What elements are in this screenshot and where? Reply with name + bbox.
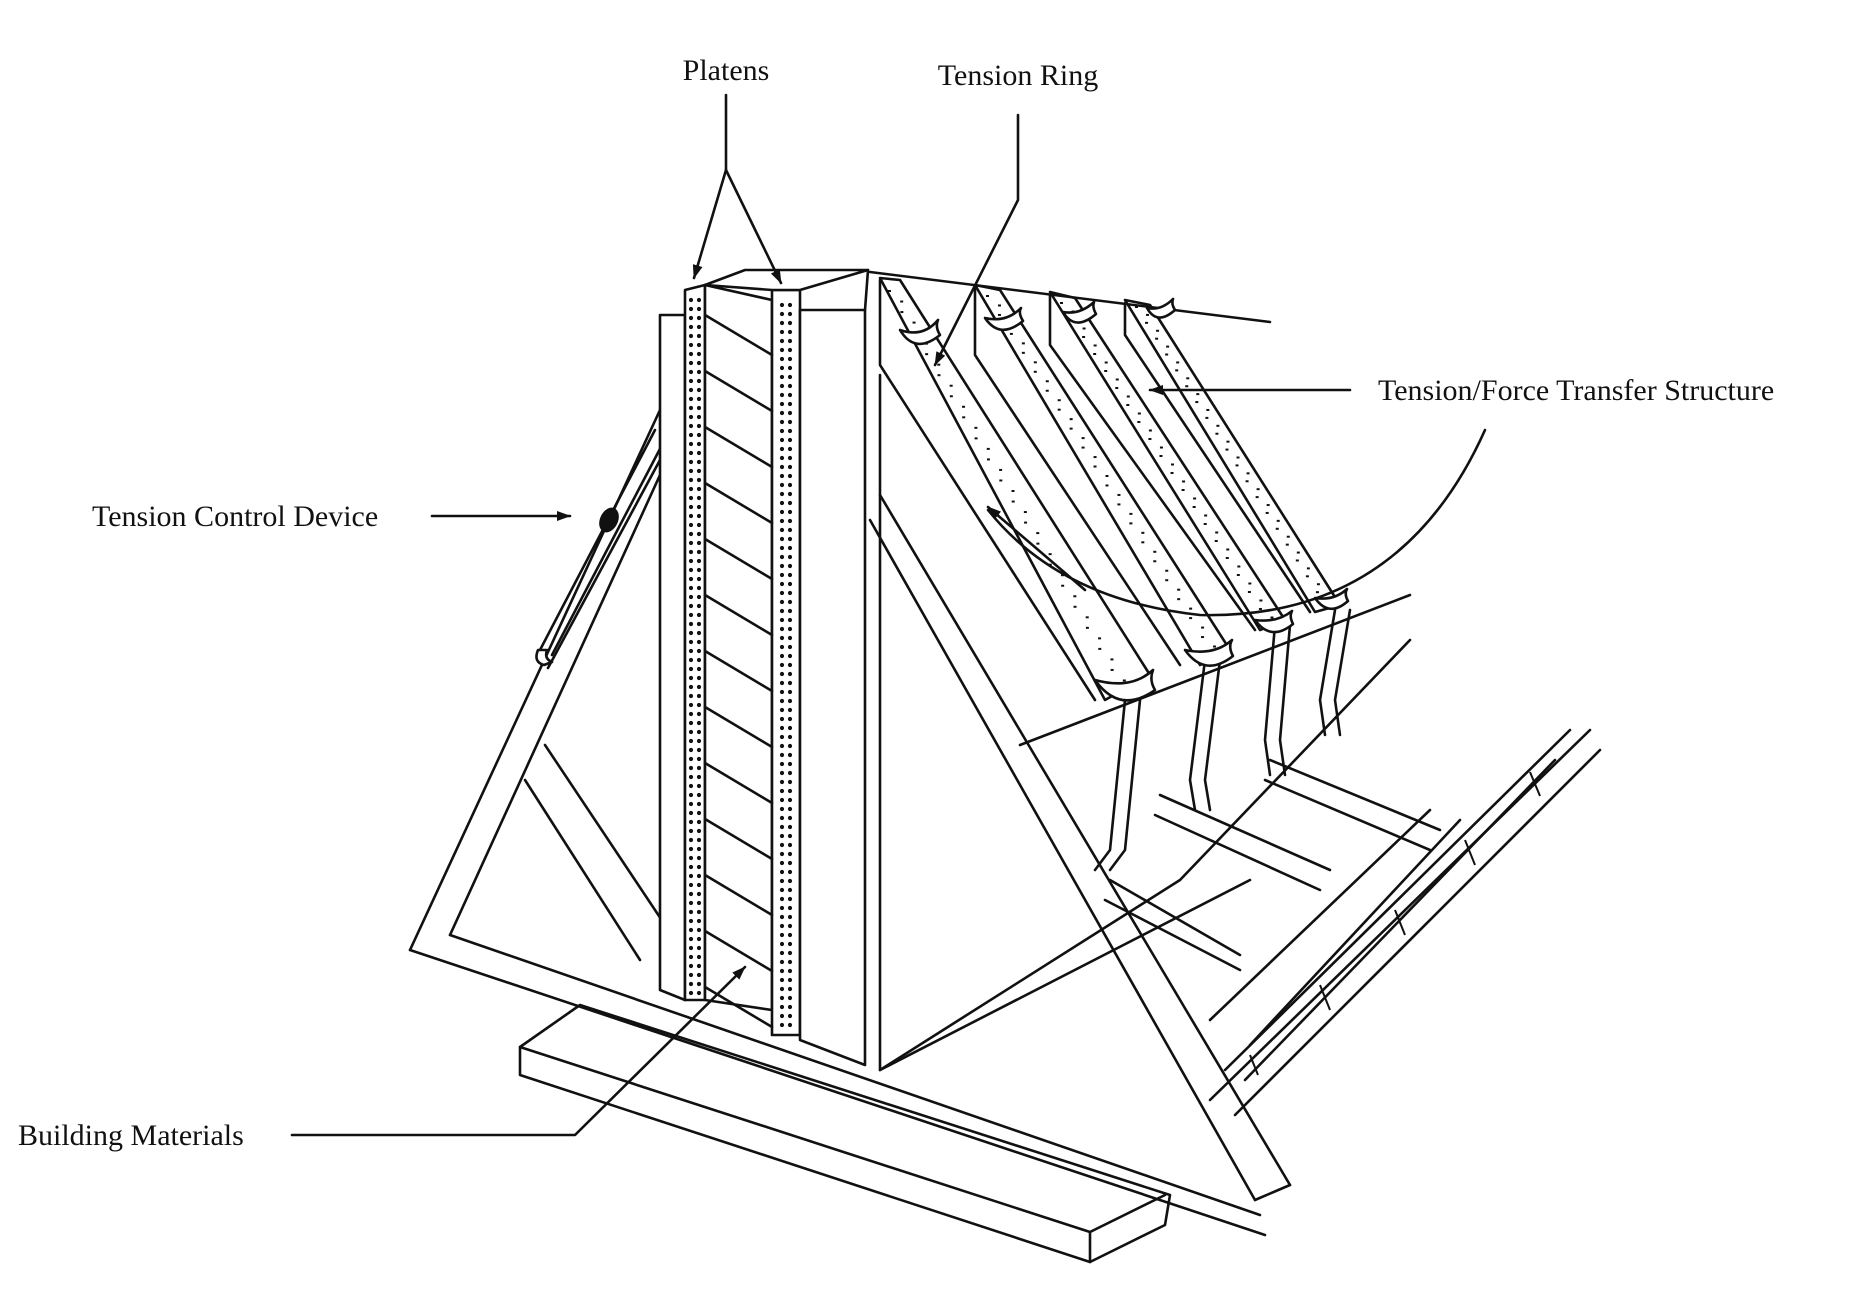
right-frame-rails <box>1105 730 1600 1115</box>
tension-bars <box>880 278 1340 700</box>
right-back-panel <box>870 375 1410 1200</box>
label-building-materials: Building Materials <box>18 1119 244 1152</box>
label-platens: Platens <box>683 54 770 87</box>
label-tension-ring: Tension Ring <box>938 59 1098 92</box>
central-column <box>660 270 868 1065</box>
tension-control-device <box>536 430 662 668</box>
label-tension-control-device: Tension Control Device <box>92 500 378 533</box>
label-tension-force-transfer: Tension/Force Transfer Structure <box>1378 374 1774 407</box>
